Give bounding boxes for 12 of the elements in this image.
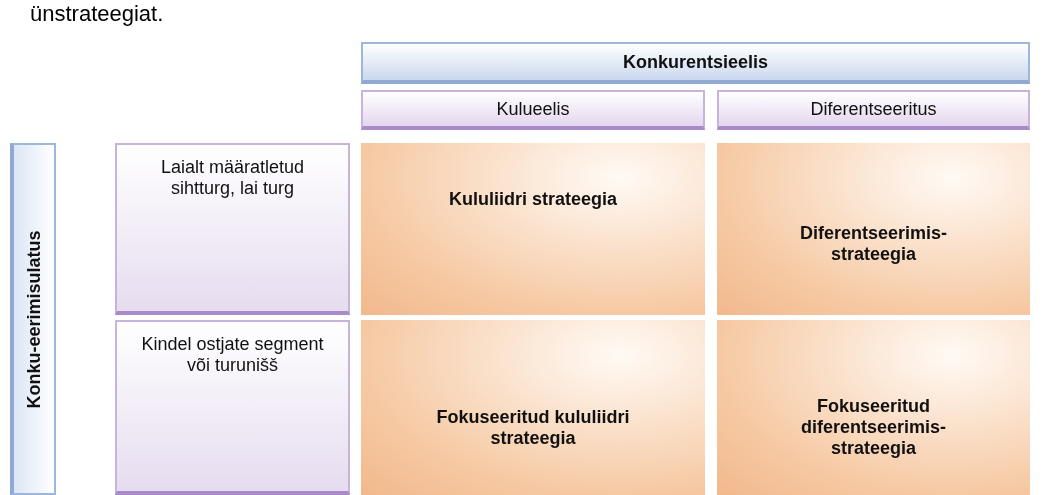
row-axis-band — [10, 143, 56, 495]
column-header: Diferentseeritus — [717, 90, 1030, 130]
header-band: Konkurentsieelis — [361, 42, 1030, 84]
cut-off-text: ünstrateegiat. — [30, 2, 164, 26]
column-header: Kulueelis — [361, 90, 705, 130]
axis-title: Konku-eerimisulatus — [23, 230, 45, 408]
row-header: Laialt määratletud sihtturg, lai turg — [115, 143, 350, 315]
strategy-cell: Fokuseeritud diferentseerimis- strateegia — [717, 320, 1030, 495]
strategy-cell: Kululiidri strateegia — [361, 143, 705, 315]
strategy-cell: Fokuseeritud kululiidri strateegia — [361, 320, 705, 495]
row-header: Kindel ostjate segment või turunišš — [115, 320, 350, 495]
strategy-cell: Diferentseerimis- strateegia — [717, 143, 1030, 315]
